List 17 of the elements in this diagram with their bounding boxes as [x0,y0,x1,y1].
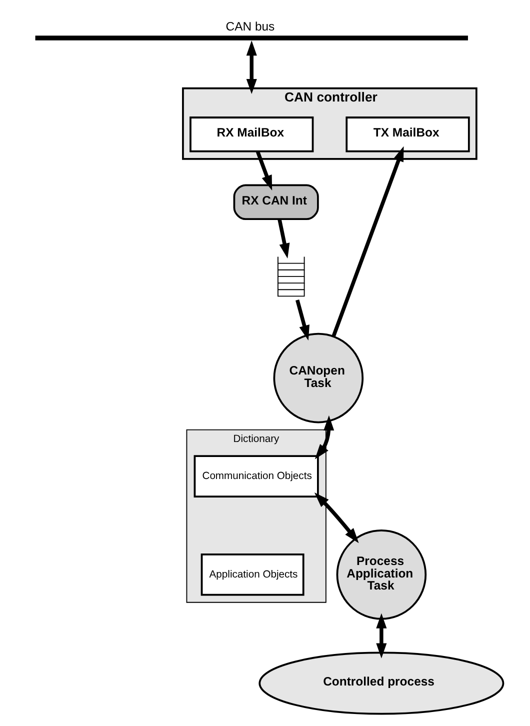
arrow [314,415,334,460]
node-ellipse: Controlled process [258,652,504,715]
node-box [34,36,468,40]
arrow [314,492,358,544]
arrow [246,40,256,94]
arrow [331,146,404,337]
arrow [376,613,386,658]
arrow [295,300,309,340]
node-box: RX MailBox [189,116,314,152]
node-circle: CANopen Task [272,332,364,424]
node-box: TX MailBox [345,116,470,152]
arrow [277,218,290,258]
node-box: RX CAN Int [232,184,318,220]
node-box: Communication Objects [193,455,318,498]
node-label: CAN bus [225,19,274,34]
node-box: Application Objects [200,553,304,596]
arrow [255,151,272,190]
